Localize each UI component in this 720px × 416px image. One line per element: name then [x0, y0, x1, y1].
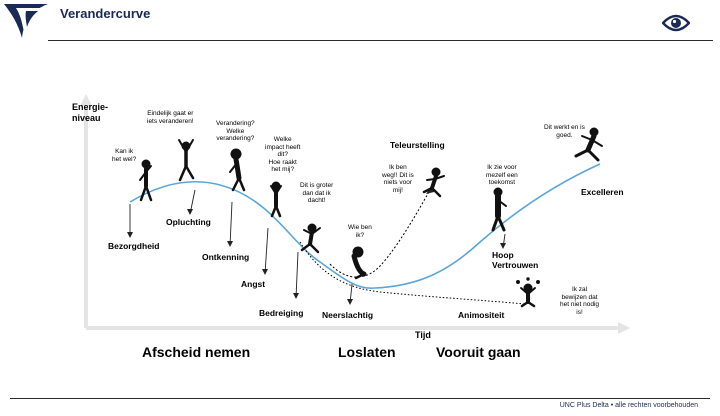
stage-label: Bedreiging — [259, 308, 304, 318]
figure-neerslachtig — [351, 246, 367, 280]
phase-label: Vooruit gaan — [436, 344, 521, 360]
figure-teleurstelling — [422, 167, 445, 198]
figure-angst — [270, 181, 282, 218]
stage-label: Bezorgdheid — [108, 241, 160, 251]
phase-label: Afscheid nemen — [142, 344, 251, 360]
footer-divider — [10, 398, 710, 399]
stage-label: Angst — [241, 279, 266, 289]
figure-bezorgdheid — [139, 159, 153, 202]
thought-text: Wie ben ik? — [348, 224, 372, 239]
pointer-arrows — [129, 189, 506, 305]
stage-label: Teleurstelling — [390, 140, 445, 150]
thought-text: Welke impact heeft dit? Hoe raakt het mi… — [265, 136, 301, 173]
page-title: Verandercurve — [60, 6, 151, 21]
header-bar: Verandercurve — [0, 0, 720, 42]
thought-text: Ik ben weg!! Dit is niets voor mij! — [382, 164, 414, 194]
thought-text: Dit is groter dan dat ik dacht! — [300, 182, 334, 204]
stage-label: Ontkenning — [202, 252, 250, 262]
stage-label: Neerslachtig — [322, 310, 374, 320]
thought-text: Verandering? Welke verandering? — [216, 120, 255, 142]
stick-figures — [139, 127, 603, 308]
y-axis-label: Energie- niveau — [72, 102, 109, 123]
stage-label: Animositeit — [458, 310, 505, 320]
phase-label: Loslaten — [338, 344, 396, 360]
axes — [80, 94, 630, 334]
header-divider — [48, 40, 713, 41]
thought-text: Dit werkt en is goed. — [544, 124, 585, 139]
figure-bedreiging — [300, 223, 321, 254]
stage-label: Excelleren — [581, 187, 624, 197]
figure-hoop — [491, 187, 507, 232]
figure-ontkenning — [229, 148, 246, 192]
thought-text: Eindelijk gaat er iets veranderen! — [147, 110, 194, 125]
animositeit-branch — [299, 241, 526, 305]
logo-icon — [4, 4, 48, 38]
figure-animositeit — [516, 277, 540, 308]
figure-excelleren — [574, 127, 603, 162]
footer-copyright: UNC Plus Delta • alle rechten voorbehoud… — [559, 402, 698, 409]
thought-text: Ik zal bewijzen dat het niet nodig is! — [560, 286, 600, 316]
change-curve-diagram: Energie- niveau Tijd Bezorgdheid Oplucht… — [0, 42, 720, 398]
thought-text: Kan ik het wel? — [112, 148, 137, 163]
stage-label: Opluchting — [166, 217, 211, 227]
curve-canvas — [80, 94, 630, 334]
eye-icon[interactable] — [662, 12, 690, 34]
stage-label: Hoop Vertrouwen — [492, 250, 539, 270]
figure-opluchting — [178, 139, 195, 182]
teleurstelling-branch — [329, 189, 431, 278]
change-curve — [129, 163, 601, 290]
x-axis-label: Tijd — [415, 330, 431, 340]
thought-text: Ik zie voor mezelf een toekomst — [486, 164, 518, 186]
